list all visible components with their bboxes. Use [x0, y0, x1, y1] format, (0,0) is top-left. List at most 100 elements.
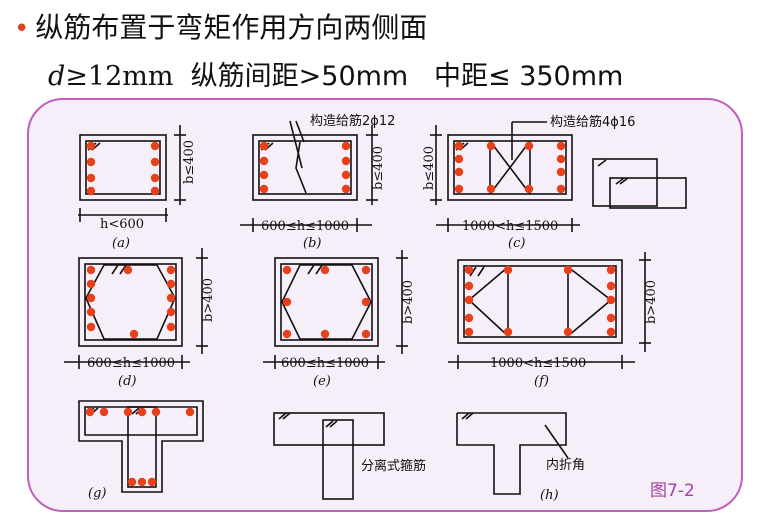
rebar-dot [454, 184, 464, 194]
rebar-dot [606, 265, 616, 275]
rebar-dot [127, 477, 137, 487]
rebar-dot [341, 170, 351, 180]
b-b: b≤400 [371, 146, 386, 190]
rebar-dot [86, 141, 96, 151]
dim-e: 600≤h≤1000 [281, 356, 369, 371]
rebar-dot [86, 322, 96, 332]
rebar-dot [556, 154, 566, 164]
rebar-dot [150, 173, 160, 183]
rebar-dot [606, 281, 616, 291]
subtitle-spacing: 纵筋间距>50mm [190, 61, 409, 92]
rebar-dot [86, 265, 96, 275]
caption-d: (d) [118, 374, 136, 389]
rebar-dot [123, 407, 133, 417]
split-t-section [273, 412, 385, 500]
dim-a: h<600 [100, 217, 144, 232]
rebar-dot [282, 329, 292, 339]
rebar-dot [556, 167, 566, 177]
rebar-dot [503, 265, 513, 275]
note-c: 构造给筋4ϕ16 [550, 114, 635, 130]
b-c: b≤400 [422, 146, 437, 190]
rebar-dot [86, 157, 96, 167]
rebar-dot [556, 141, 566, 151]
rebar-dot [486, 184, 496, 194]
section-c [430, 121, 687, 232]
bullet-icon: • [14, 14, 30, 44]
rebar-dot [282, 297, 292, 307]
caption-a: (a) [112, 236, 130, 251]
caption-h: (h) [540, 488, 559, 503]
rebar-dot [185, 407, 195, 417]
subtitle-d: d [48, 61, 66, 92]
subtitle: d≥12mm 纵筋间距>50mm 中距≤ 350mm [48, 54, 623, 93]
rebar-dot [606, 327, 616, 337]
section-e [263, 250, 408, 369]
rebar-dot [341, 156, 351, 166]
rebar-dot [86, 173, 96, 183]
note-h: 内折角 [546, 457, 585, 473]
rebar-dot [86, 279, 96, 289]
rebar-dot [503, 327, 513, 337]
rebar-dot [99, 407, 109, 417]
section-b [240, 120, 378, 232]
note-b: 构造给筋2ϕ12 [310, 113, 395, 129]
rebar-dot [150, 186, 160, 196]
rebar-dot [150, 157, 160, 167]
dim-d: 600≤h≤1000 [87, 356, 175, 371]
rebar-dot [464, 295, 474, 305]
dim-b: 600≤h≤1000 [261, 219, 349, 234]
page-title: •纵筋布置于弯矩作用方向两侧面 [14, 6, 427, 46]
rebar-dots [85, 141, 616, 487]
section-g [78, 400, 204, 493]
caption-c: (c) [508, 236, 525, 251]
rebar-dot [361, 297, 371, 307]
rebar-dot [454, 141, 464, 151]
rebar-dot [259, 184, 269, 194]
rebar-dot [486, 141, 496, 151]
rebar-dot [563, 327, 573, 337]
title-text: 纵筋布置于弯矩作用方向两侧面 [35, 11, 428, 44]
rebar-dot [137, 407, 147, 417]
rebar-dot [361, 265, 371, 275]
rebar-dot [320, 265, 330, 275]
rebar-dot [151, 407, 161, 417]
rebar-dot [86, 307, 96, 317]
rebar-dot [454, 154, 464, 164]
rebar-dot [86, 186, 96, 196]
dim-c: 1000<h≤1500 [462, 219, 558, 234]
caption-e: (e) [313, 374, 331, 389]
b-f: b>400 [644, 280, 659, 324]
rebar-dot [524, 184, 534, 194]
b-d: b>400 [201, 278, 216, 322]
rebar-dot [129, 329, 139, 339]
rebar-dot [341, 141, 351, 151]
rebar-dot [454, 167, 464, 177]
rebar-dot [556, 184, 566, 194]
rebar-dot [123, 265, 133, 275]
rebar-dot [150, 141, 160, 151]
section-h [456, 412, 569, 495]
dim-f: 1000<h≤1500 [490, 356, 586, 371]
section-d [64, 248, 208, 369]
rebar-dot [464, 281, 474, 291]
rebar-dot [341, 184, 351, 194]
rebar-dot [606, 313, 616, 323]
figure-number: 图7-2 [650, 481, 695, 501]
rebar-dot [259, 141, 269, 151]
rebar-dot [259, 156, 269, 166]
rebar-dot [166, 322, 176, 332]
rebar-dot [282, 265, 292, 275]
rebar-dot [86, 293, 96, 303]
rebar-dot [85, 407, 95, 417]
caption-g: (g) [88, 486, 106, 501]
rebar-dot [166, 307, 176, 317]
rebar-dot [464, 313, 474, 323]
rebar-dot [147, 477, 157, 487]
rebar-dot [259, 170, 269, 180]
b-a: b≤400 [182, 140, 197, 184]
rebar-dot [166, 293, 176, 303]
rebar-dot [563, 265, 573, 275]
section-a [78, 125, 186, 222]
section-f [448, 252, 651, 369]
